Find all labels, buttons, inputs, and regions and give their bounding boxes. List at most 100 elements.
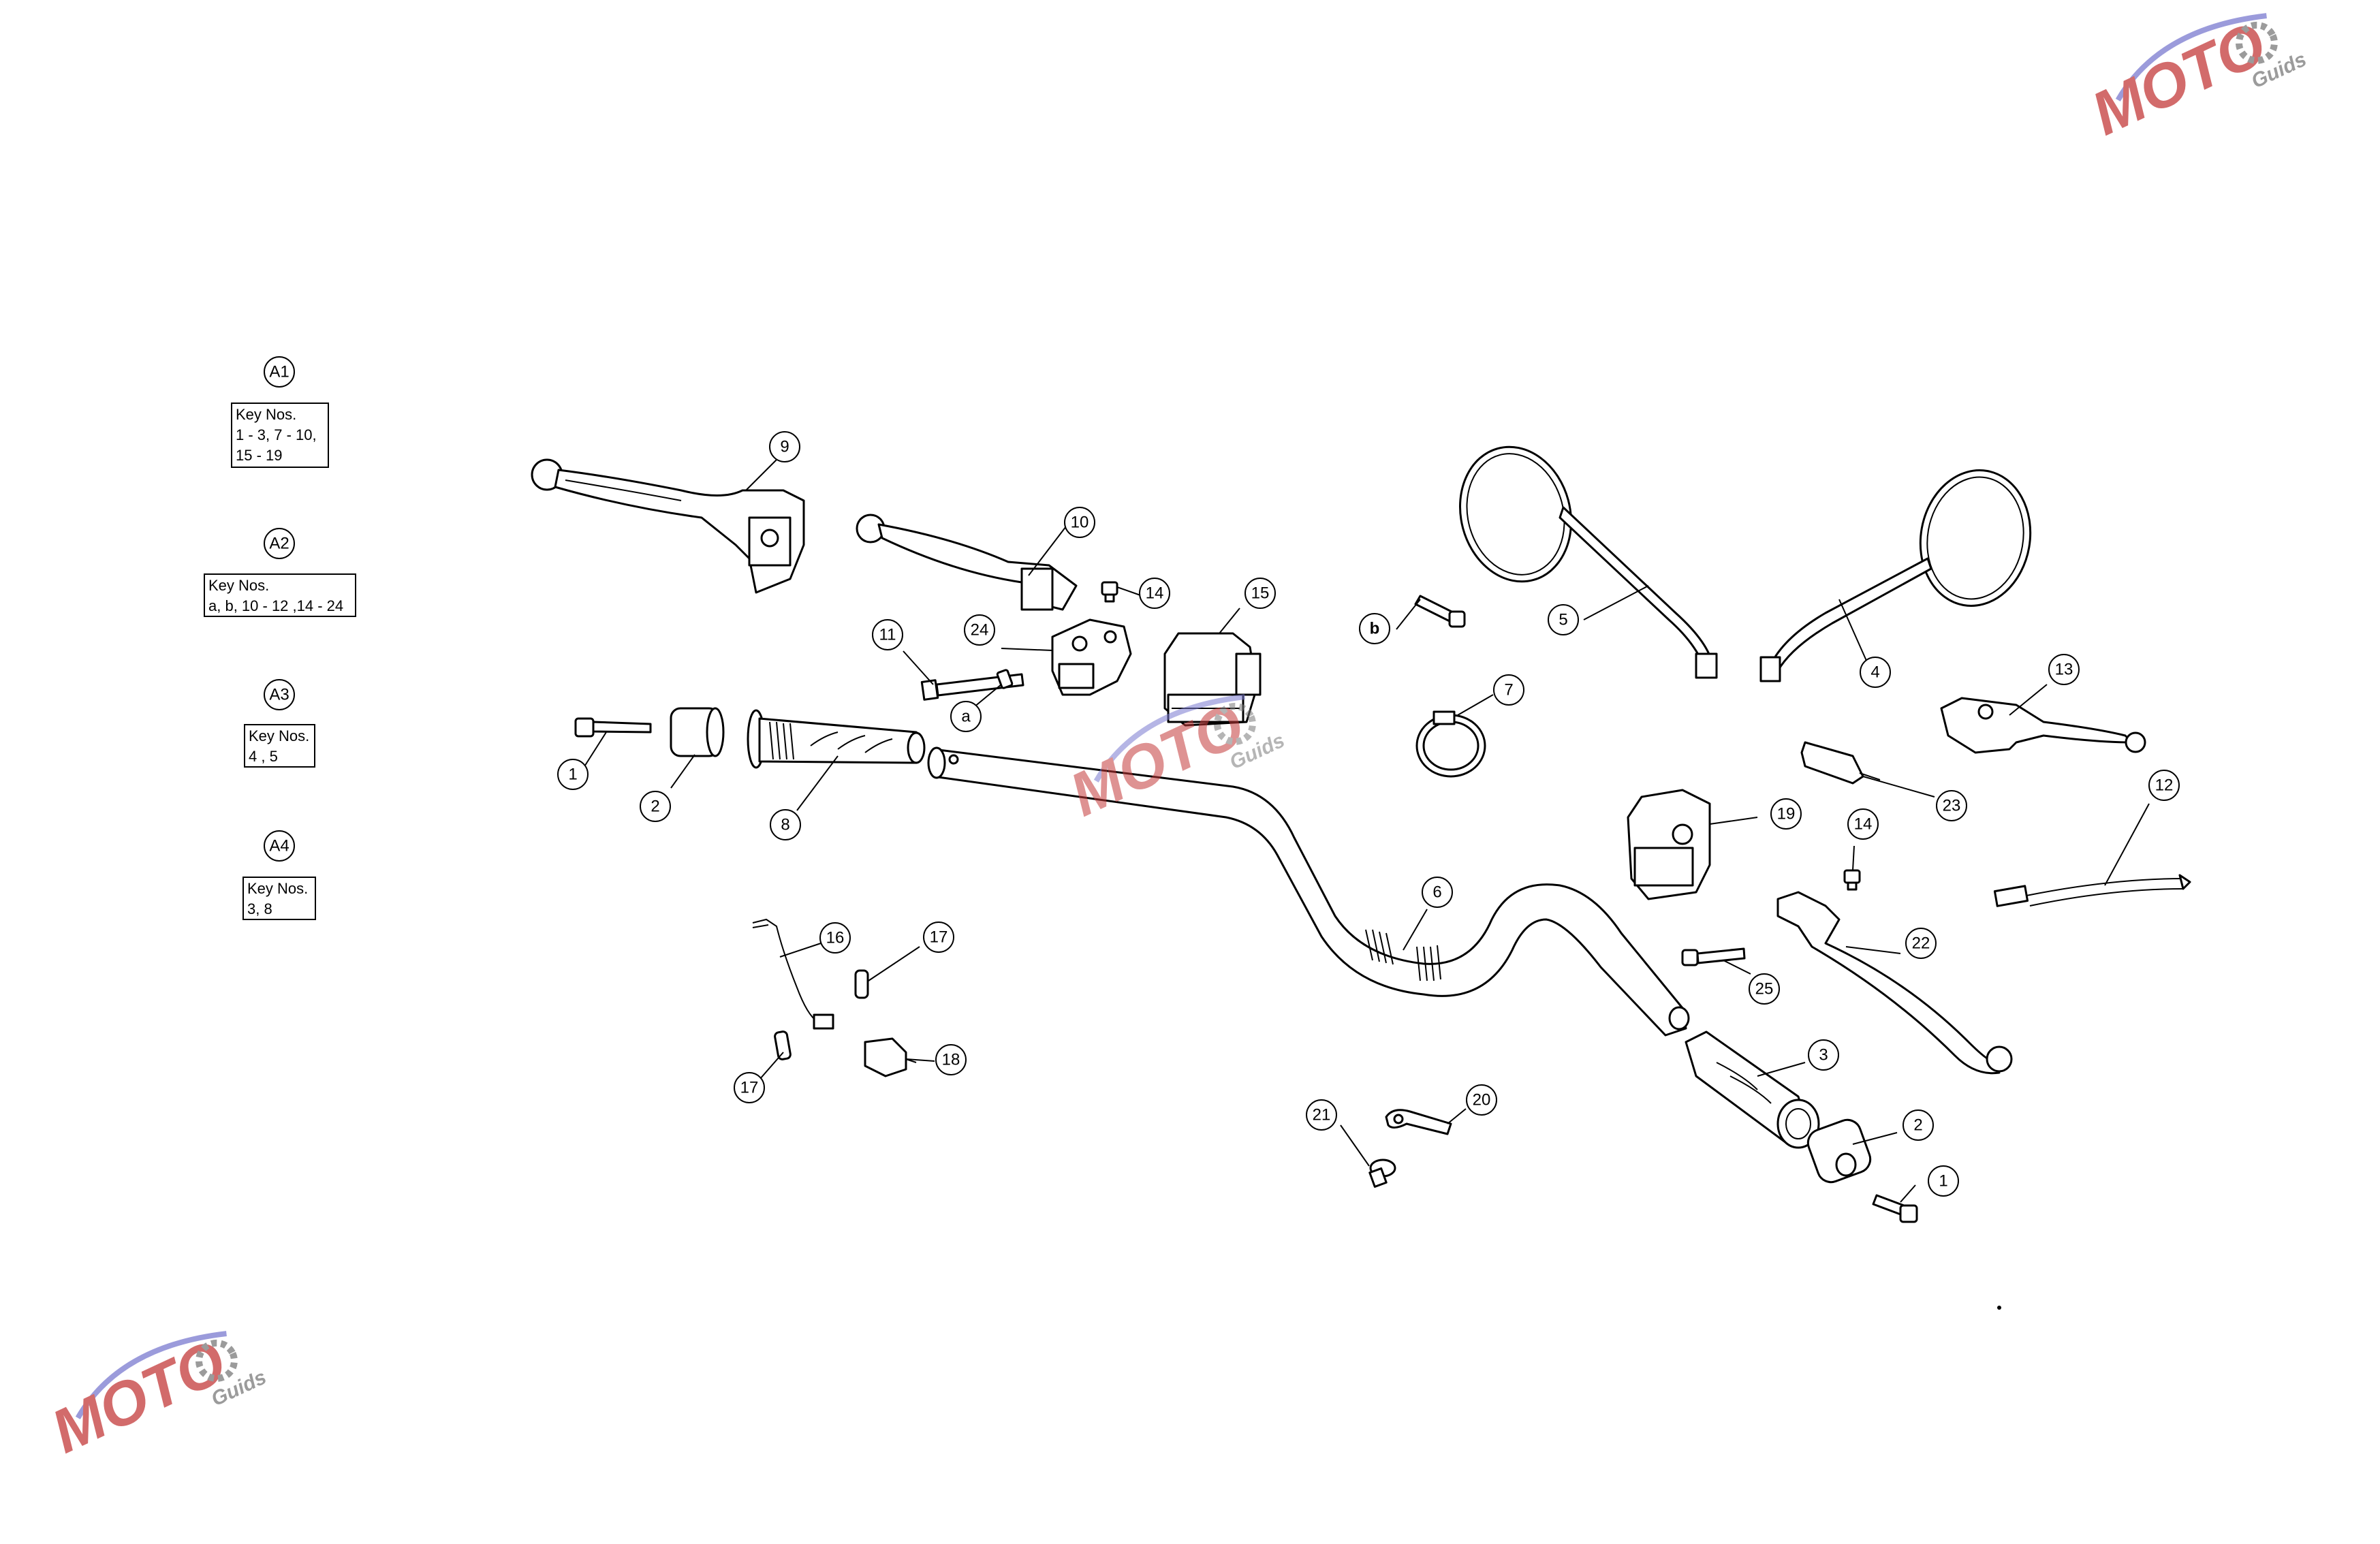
callout-bubble <box>2048 654 2080 685</box>
key-box-line: 15 - 19 <box>236 447 283 464</box>
callout-bubble <box>2148 770 2180 801</box>
callout-bubble <box>1139 578 1170 609</box>
callout-bubble <box>1928 1165 1959 1197</box>
key-box-line: a, b, 10 - 12 ,14 - 24 <box>208 597 343 614</box>
callout-6: 6 <box>1422 877 1453 908</box>
callout-12: 12 <box>2148 770 2180 801</box>
callout-label: 23 <box>1943 797 1961 815</box>
watermark-logo: MOTO Guids <box>2082 10 2310 148</box>
callout-label: 24 <box>971 621 989 640</box>
key-box-title: Key Nos. <box>236 406 296 423</box>
callout-label: 1 <box>568 766 577 784</box>
watermark-logo: MOTO Guids <box>42 1327 270 1466</box>
brake-lever-right-part <box>1776 891 2013 1075</box>
bar-end-weight-part <box>670 707 725 757</box>
callout-8: 8 <box>770 809 801 840</box>
callout-label: 11 <box>879 626 896 644</box>
assembly-bubble <box>264 356 295 388</box>
clutch-lever-part <box>531 458 805 594</box>
assembly-bubble <box>264 528 295 559</box>
callout-bubble <box>872 619 903 650</box>
leader-lines <box>582 459 2150 1203</box>
switch-housing-left-part <box>1163 632 1262 727</box>
screw-part <box>1368 1159 1396 1188</box>
callout-bubble <box>950 701 982 732</box>
callout-bubble <box>1749 973 1780 1005</box>
brake-lever-part <box>856 514 1078 611</box>
callout-bubble <box>1306 1099 1337 1131</box>
callout-bubble <box>769 431 800 462</box>
callout-label: 12 <box>2155 776 2174 795</box>
callout-14: 14 <box>1847 808 1879 840</box>
callout-label: 19 <box>1777 805 1796 823</box>
stop-switch-part <box>864 1037 917 1077</box>
callout-bubble <box>1493 674 1524 706</box>
callout-bubble <box>964 614 995 646</box>
hose-clamp-part <box>1415 710 1486 778</box>
mirror-left-part <box>1459 445 1718 679</box>
callout-label: 13 <box>2055 661 2073 679</box>
callout-bubble <box>1770 798 1802 830</box>
bar-end-bolt-part <box>1872 1194 1918 1223</box>
callout-15: 15 <box>1244 578 1276 609</box>
callout-25: 25 <box>1749 973 1780 1005</box>
callout-label: 20 <box>1473 1091 1491 1109</box>
bolt-b-part <box>1414 595 1466 628</box>
callout-bubble <box>734 1072 765 1103</box>
callout-16: 16 <box>819 922 851 954</box>
callout-label: 5 <box>1559 611 1567 629</box>
callout-23: 23 <box>1936 790 1967 821</box>
bar-end-bolt-part <box>574 717 652 738</box>
assembly-id: A3 <box>269 686 289 704</box>
callout-bubble <box>1244 578 1276 609</box>
callout-19: 19 <box>1770 798 1802 830</box>
callout-1: 1 <box>557 759 589 790</box>
assembly-id: A1 <box>269 363 289 381</box>
assembly-id: A2 <box>269 535 289 553</box>
bolt-part <box>1843 869 1861 891</box>
callout-b: b <box>1359 613 1390 644</box>
key-box <box>244 724 315 768</box>
callout-bubble <box>935 1044 967 1075</box>
callout-label: 6 <box>1432 883 1441 902</box>
callout-21: 21 <box>1306 1099 1337 1131</box>
callout-label: 18 <box>942 1051 960 1069</box>
callout-label: 8 <box>781 816 789 834</box>
pin-part <box>854 969 869 999</box>
master-cylinder-clamp-part <box>1051 618 1132 696</box>
callout-label: 17 <box>930 928 948 947</box>
callout-label: a <box>961 708 971 726</box>
bolt-part <box>1101 581 1118 603</box>
callout-label: b <box>1370 620 1380 638</box>
assembly-id: A4 <box>269 837 289 855</box>
callout-18: 18 <box>935 1044 967 1075</box>
callout-17: 17 <box>923 921 954 953</box>
callout-22: 22 <box>1905 928 1937 959</box>
callout-label: 17 <box>740 1079 759 1097</box>
callout-bubble <box>1548 604 1579 635</box>
callout-bubble <box>557 759 589 790</box>
switch-wire-part <box>752 918 834 1030</box>
callout-bubble <box>1808 1039 1839 1071</box>
key-box <box>242 877 316 920</box>
callout-20: 20 <box>1466 1084 1497 1116</box>
callout-13: 13 <box>2048 654 2080 685</box>
callout-24: 24 <box>964 614 995 646</box>
callout-label: 16 <box>826 929 845 947</box>
pin-a-part <box>996 669 1014 689</box>
assembly-bubble <box>264 830 295 862</box>
callout-label: 25 <box>1755 980 1774 998</box>
callout-bubble <box>1847 808 1879 840</box>
key-box <box>204 573 356 617</box>
callout-bubble <box>1936 790 1967 821</box>
callout-14: 14 <box>1139 578 1170 609</box>
callout-bubble <box>1359 613 1390 644</box>
callout-4: 4 <box>1860 657 1891 688</box>
callout-label: 15 <box>1251 584 1270 603</box>
callout-label: 10 <box>1071 514 1089 532</box>
